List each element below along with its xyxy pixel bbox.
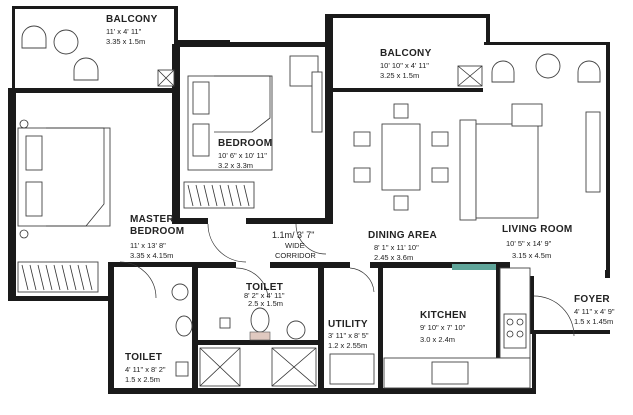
room-labels: BALCONY 11' x 4' 11" 3.35 x 1.5m BALCONY… — [106, 14, 615, 384]
living-dim1: 10' 5" x 14' 9" — [506, 239, 552, 248]
master-bedroom-name2: BEDROOM — [130, 226, 184, 237]
toilet-left-name: TOILET — [125, 352, 162, 363]
balcony-left-name: BALCONY — [106, 14, 158, 25]
corridor-width: 1.1m/ 3' 7" — [272, 230, 314, 240]
corridor-name: CORRIDOR — [275, 251, 316, 260]
walls — [8, 6, 610, 394]
utility-dim1: 3' 11" x 8' 5" — [328, 331, 369, 340]
toilet-left-dim1: 4' 11" x 8' 2" — [125, 365, 166, 374]
living-dim2: 3.15 x 4.5m — [512, 251, 551, 260]
foyer-name: FOYER — [574, 294, 610, 305]
master-bedroom-dim2: 3.35 x 4.15m — [130, 251, 173, 260]
master-bedroom-name1: MASTER — [130, 214, 174, 225]
bedroom-dim1: 10' 6" x 10' 11" — [218, 151, 267, 160]
foyer-dim2: 1.5 x 1.45m — [574, 317, 613, 326]
balcony-left-dim2: 3.35 x 1.5m — [106, 37, 145, 46]
utility-name: UTILITY — [328, 319, 368, 330]
living-name: LIVING ROOM — [502, 224, 573, 235]
toilet-mid-name: TOILET — [246, 282, 283, 293]
balcony-right-dim2: 3.25 x 1.5m — [380, 71, 419, 80]
balcony-right-name: BALCONY — [380, 48, 432, 59]
kitchen-name: KITCHEN — [420, 310, 467, 321]
dining-dim2: 2.45 x 3.6m — [374, 253, 413, 262]
balcony-left-dim1: 11' x 4' 11" — [106, 27, 142, 36]
toilet-left-dim2: 1.5 x 2.5m — [125, 375, 160, 384]
dining-dim1: 8' 1" x 11' 10" — [374, 243, 419, 252]
balcony-right-dim1: 10' 10" x 4' 11" — [380, 61, 429, 70]
bedroom-dim2: 3.2 x 3.3m — [218, 161, 253, 170]
dining-name: DINING AREA — [368, 230, 437, 241]
kitchen-dim1: 9' 10" x 7' 10" — [420, 323, 466, 332]
toilet-mid-dim1: 8' 2" x 4' 11" — [244, 291, 285, 300]
bedroom-name: BEDROOM — [218, 138, 272, 149]
utility-dim2: 1.2 x 2.55m — [328, 341, 367, 350]
corridor-wide: WIDE — [285, 241, 305, 250]
toilet-mid-dim2: 2.5 x 1.5m — [248, 299, 283, 308]
furniture — [17, 25, 601, 389]
foyer-dim1: 4' 11" x 4' 9" — [574, 307, 615, 316]
master-bedroom-dim1: 11' x 13' 8" — [130, 241, 166, 250]
kitchen-dim2: 3.0 x 2.4m — [420, 335, 455, 344]
